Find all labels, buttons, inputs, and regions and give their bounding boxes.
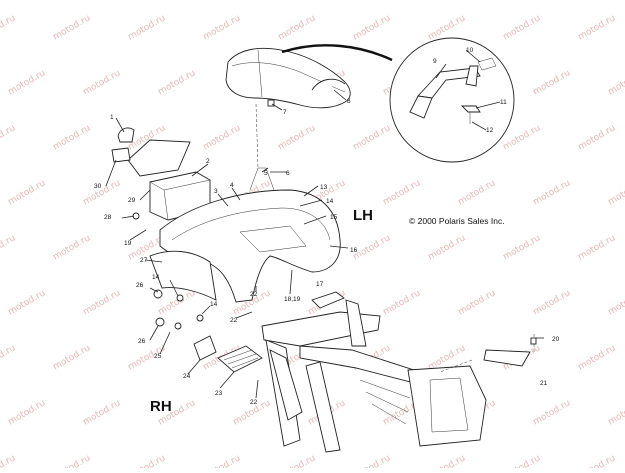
callout-22-c: 22 [250,399,258,406]
lh-label: LH [353,207,373,224]
callout-16: 16 [350,247,358,254]
callout-29: 29 [128,197,136,204]
watermark-text: motod.ru [577,343,618,372]
callout-13: 13 [320,184,328,191]
watermark-text: motod.ru [7,178,48,207]
watermark-text: motod.ru [502,13,543,42]
watermark-text: motod.ru [427,453,468,468]
callout-18-19: 18,19 [284,296,301,303]
callout-15: 15 [330,214,338,221]
watermark-text: motod.ru [457,178,498,207]
watermark-text: motod.ru [532,398,573,427]
watermark-text: motod.ru [157,288,198,317]
seat-latch-detail [390,38,514,162]
watermark-text: motod.ru [82,178,123,207]
watermark-text: motod.ru [127,13,168,42]
callout-30: 30 [94,183,102,190]
callout-4: 4 [230,182,234,189]
callout-14-a: 14 [326,198,334,205]
callout-14-c: 14 [210,301,218,308]
callout-28: 28 [104,214,112,221]
callout-3: 3 [214,188,218,195]
watermark-text: motod.ru [202,123,243,152]
watermark-text: motod.ru [532,68,573,97]
watermark-text: motod.ru [352,123,393,152]
watermark-text: motod.ru [52,123,93,152]
watermark-text: motod.ru [352,233,393,262]
watermark-text: motod.ru [277,13,318,42]
callout-1: 1 [110,114,114,121]
callout-21: 21 [540,380,548,387]
bolt-axis-line [256,104,258,168]
watermark-text: motod.ru [577,123,618,152]
watermark-text: motod.ru [82,398,123,427]
callout-14-b: 14 [152,274,160,281]
watermark-text: motod.ru [607,178,625,207]
watermark-text: motod.ru [7,68,48,97]
callout-7: 7 [283,109,287,116]
watermark-text: motod.ru [277,453,318,468]
watermark-text: motod.ru [502,453,543,468]
seat [226,48,350,107]
callout-8: 8 [347,98,351,105]
watermark-text: motod.ru [352,453,393,468]
rh-label: RH [150,398,172,415]
callout-6: 6 [286,170,290,177]
callout-25: 25 [154,353,162,360]
watermark-text: motod.ru [82,68,123,97]
watermark-text: motod.ru [7,398,48,427]
watermark-text: motod.ru [607,398,625,427]
watermark-text: motod.ru [352,13,393,42]
watermark-text: motod.ru [457,288,498,317]
callout-17: 17 [316,281,324,288]
watermark-text: motod.ru [52,13,93,42]
watermark-text: motod.ru [607,68,625,97]
watermark-text: motod.ru [0,233,17,262]
watermark-text: motod.ru [82,288,123,317]
watermark-text: motod.ru [577,13,618,42]
callout-22-a: 22 [250,291,258,298]
watermark-text: motod.ru [427,233,468,262]
watermark-text: motod.ru [202,13,243,42]
watermark-text: motod.ru [52,453,93,468]
watermark-text: motod.ru [0,13,17,42]
watermark-text: motod.ru [127,453,168,468]
callout-26-a: 26 [136,282,144,289]
watermark-text: motod.ru [577,453,618,468]
watermark-text: motod.ru [532,178,573,207]
watermark-text: motod.ru [277,123,318,152]
watermark-text: motod.ru [0,453,17,468]
callout-27: 27 [140,257,148,264]
watermark-text: motod.ru [0,123,17,152]
callout-5: 5 [264,170,268,177]
watermark-text: motod.ru [577,233,618,262]
watermark-text: motod.ru [157,68,198,97]
watermark-text: motod.ru [532,288,573,317]
vehicle-frame [262,292,486,452]
callout-12: 12 [486,127,494,134]
callout-24: 24 [183,373,191,380]
callout-10: 10 [466,47,474,54]
watermark-text: motod.ru [52,343,93,372]
watermark-text: motod.ru [7,288,48,317]
watermark-text: motod.ru [382,178,423,207]
watermark-text: motod.ru [502,233,543,262]
callout-22-b: 22 [230,317,238,324]
watermark-text: motod.ru [52,233,93,262]
callout-2: 2 [206,158,210,165]
copyright-text: © 2000 Polaris Sales Inc. [409,216,505,226]
callout-23: 23 [215,390,223,397]
watermark-text: motod.ru [202,453,243,468]
watermark-text: motod.ru [382,288,423,317]
callout-19: 19 [124,240,132,247]
callout-26-b: 26 [138,338,146,345]
watermark-text: motod.ru [0,343,17,372]
watermark-text: motod.ru [607,288,625,317]
callout-20: 20 [552,336,560,343]
callout-9: 9 [433,58,437,65]
callout-11: 11 [500,99,507,106]
